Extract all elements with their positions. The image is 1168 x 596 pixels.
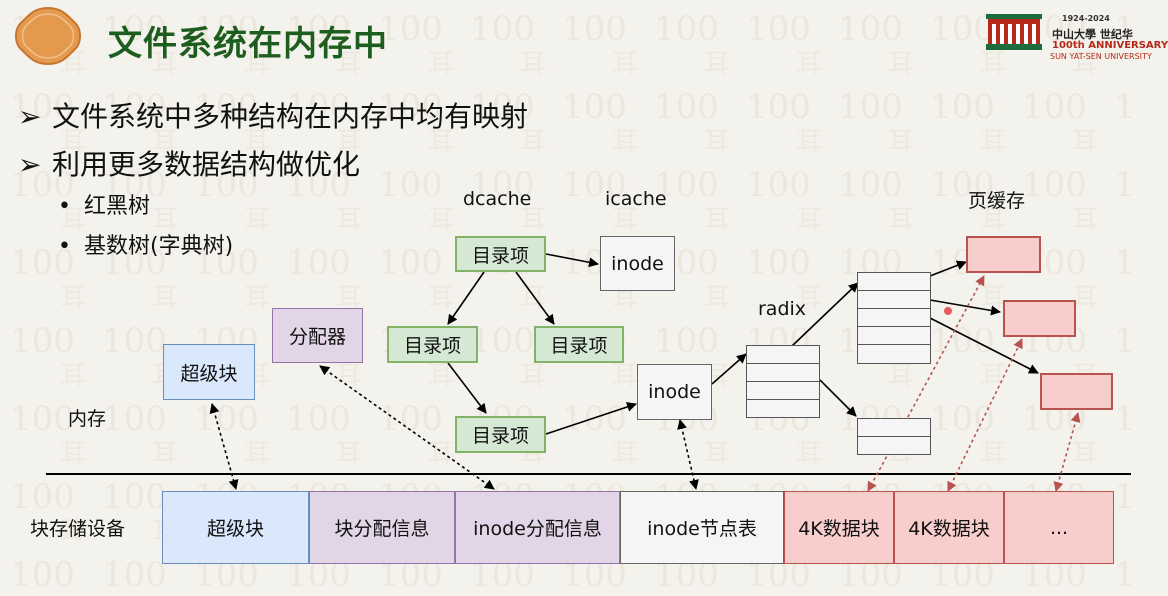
- radix-label: radix: [758, 298, 807, 320]
- university-logo: 1924-2024 中山大學 世纪华 100th ANNIVERSARY SUN…: [984, 10, 1168, 62]
- university-gate-icon: [986, 14, 1042, 50]
- logo-years: 1924-2024: [1062, 14, 1110, 23]
- allocator-node: 分配器: [272, 308, 363, 363]
- badge-icon: [15, 6, 81, 66]
- logo-name: 中山大學 世纪华: [1052, 28, 1133, 41]
- page-cache-page-2: [1003, 300, 1076, 337]
- sub-bullet-2-text: 基数树(字典树): [84, 234, 234, 259]
- disk-data-block-1: 4K数据块: [784, 491, 894, 564]
- radix-node-upper: [857, 272, 931, 364]
- disk-superblock: 超级块: [162, 491, 309, 564]
- arrow-bullet-icon: ➢: [18, 148, 42, 181]
- arrow-bullet-icon: ➢: [18, 100, 42, 133]
- block-device-label: 块存储设备: [30, 518, 126, 540]
- page-cache-label: 页缓存: [968, 190, 1026, 212]
- inode-node-active: inode: [637, 364, 712, 420]
- page-cache-page-1: [966, 236, 1041, 273]
- diagram-connectors: [46, 253, 1131, 492]
- dentry-node-bottom: 目录项: [455, 416, 546, 453]
- sub-bullet-2: • 基数树(字典树): [58, 228, 233, 260]
- radix-node-root: [746, 345, 820, 418]
- dentry-node-root: 目录项: [455, 236, 546, 272]
- inode-node-icache: inode: [600, 236, 675, 291]
- logo-name-en: SUN YAT-SEN UNIVERSITY: [1050, 52, 1152, 61]
- disk-block-allocation: 块分配信息: [309, 491, 455, 564]
- bullet-1-text: 文件系统中多种结构在内存中均有映射: [52, 100, 529, 133]
- radix-node-lower: [857, 418, 931, 455]
- bullet-2-text: 利用更多数据结构做优化: [52, 148, 361, 181]
- dot-bullet-icon: •: [58, 234, 71, 259]
- sub-bullet-1-text: 红黑树: [84, 194, 151, 219]
- dentry-node-right: 目录项: [534, 326, 624, 363]
- disk-inode-allocation: inode分配信息: [455, 491, 620, 564]
- bullet-1: ➢ 文件系统中多种结构在内存中均有映射: [18, 95, 528, 135]
- disk-data-block-more: ...: [1004, 491, 1114, 564]
- bullet-2: ➢ 利用更多数据结构做优化: [18, 143, 360, 183]
- dentry-node-left: 目录项: [387, 326, 478, 363]
- page-cache-page-3: [1040, 373, 1113, 410]
- memory-label: 内存: [68, 408, 107, 430]
- disk-data-block-2: 4K数据块: [894, 491, 1004, 564]
- disk-inode-table: inode节点表: [620, 491, 784, 564]
- superblock-memory-node: 超级块: [163, 344, 255, 400]
- logo-anniversary: 100th ANNIVERSARY: [1052, 40, 1168, 51]
- dot-bullet-icon: •: [58, 194, 71, 219]
- slide-title: 文件系统在内存中: [108, 24, 388, 64]
- icache-label: icache: [605, 188, 667, 210]
- sub-bullet-1: • 红黑树: [58, 188, 150, 220]
- dcache-label: dcache: [463, 188, 532, 210]
